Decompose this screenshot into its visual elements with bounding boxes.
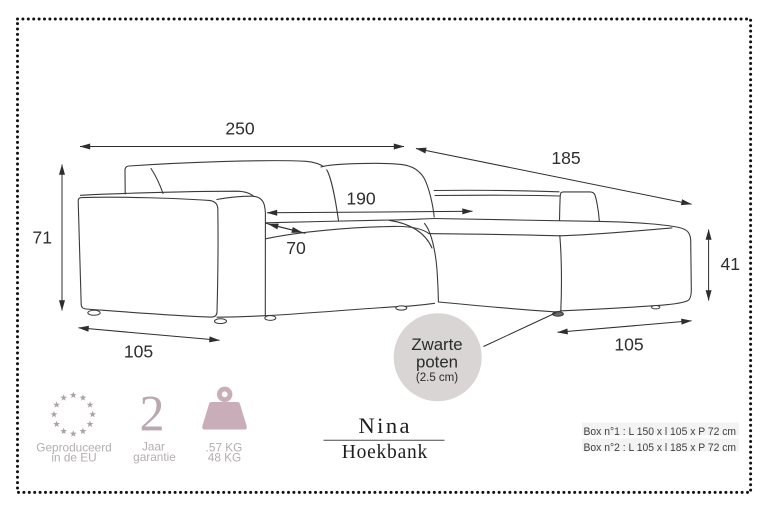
svg-text:Geproduceerd: Geproduceerd xyxy=(36,441,111,455)
svg-text:Box n°1 : L 150 x l 105 x P 72: Box n°1 : L 150 x l 105 x P 72 cm xyxy=(584,426,737,438)
svg-text:Zwarte: Zwarte xyxy=(411,335,462,354)
svg-text:Hoekbank: Hoekbank xyxy=(342,442,428,463)
svg-text:70: 70 xyxy=(286,238,306,258)
svg-text:in de EU: in de EU xyxy=(51,451,96,465)
svg-text:190: 190 xyxy=(346,188,376,208)
svg-text:Nina: Nina xyxy=(359,413,410,438)
svg-text:105: 105 xyxy=(614,335,644,355)
svg-text:.57 KG: .57 KG xyxy=(206,441,243,455)
svg-text:Box n°2 : L 105 x l 185 x P 72: Box n°2 : L 105 x l 185 x P 72 cm xyxy=(584,442,737,454)
svg-text:48 KG: 48 KG xyxy=(208,451,241,465)
svg-text:41: 41 xyxy=(721,254,741,274)
svg-text:garantie: garantie xyxy=(133,450,176,464)
svg-text:poten: poten xyxy=(416,353,458,372)
svg-text:(2.5 cm): (2.5 cm) xyxy=(416,372,458,384)
svg-text:185: 185 xyxy=(551,148,581,168)
svg-text:105: 105 xyxy=(124,341,154,361)
svg-text:71: 71 xyxy=(32,227,52,247)
svg-text:250: 250 xyxy=(225,118,255,138)
svg-text:2: 2 xyxy=(140,386,165,442)
svg-text:Jaar: Jaar xyxy=(142,440,165,454)
